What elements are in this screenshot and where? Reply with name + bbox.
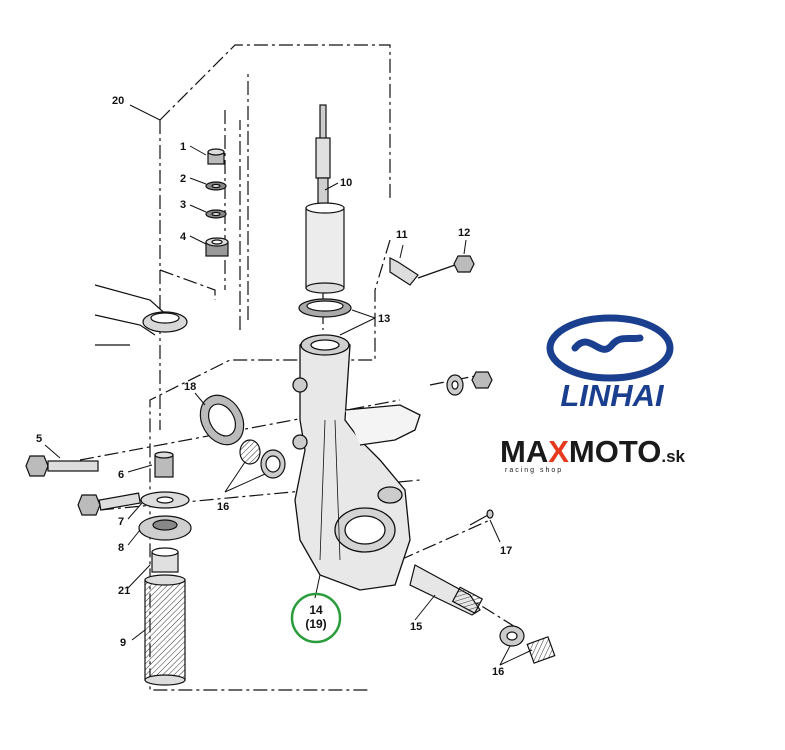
maxmoto-domain: .sk bbox=[661, 447, 685, 466]
callout-17: 17 bbox=[500, 545, 512, 557]
strut-assembly-10 bbox=[298, 104, 352, 318]
callout-16-lower: 16 bbox=[492, 666, 504, 678]
callout-1: 1 bbox=[180, 141, 186, 153]
nut-and-washers-1-4 bbox=[205, 148, 229, 257]
callout-15: 15 bbox=[410, 621, 422, 633]
callout-11: 11 bbox=[396, 229, 408, 241]
callout-4: 4 bbox=[180, 231, 187, 243]
callout-21: 21 bbox=[118, 585, 130, 597]
maxmoto-tagline: racing shop bbox=[505, 467, 563, 474]
callout-7: 7 bbox=[118, 516, 124, 528]
callout-20: 20 bbox=[112, 95, 124, 107]
part-callouts: 20 1 2 3 4 10 11 12 13 18 5 6 16 7 8 21 … bbox=[36, 95, 512, 678]
maxmoto-x: X bbox=[548, 434, 569, 469]
highlight-circle bbox=[290, 592, 342, 644]
callout-8: 8 bbox=[118, 542, 124, 554]
callout-19: (19) bbox=[305, 617, 326, 631]
callout-16-upper: 16 bbox=[217, 501, 229, 513]
seal-18-bearing-16 bbox=[199, 394, 286, 479]
callout-14: 14 bbox=[309, 603, 323, 617]
leader-lines bbox=[44, 104, 533, 666]
linhai-logo: LINHAI bbox=[546, 314, 674, 413]
ball-joint-and-spring bbox=[138, 451, 192, 686]
maxmoto-prefix: MA bbox=[500, 434, 548, 469]
callout-10: 10 bbox=[340, 177, 352, 189]
callout-13: 13 bbox=[378, 313, 390, 325]
callout-18: 18 bbox=[184, 381, 196, 393]
callout-2: 2 bbox=[180, 173, 186, 185]
maxmoto-logo: MAXMOTO.sk racing shop bbox=[500, 434, 686, 474]
maxmoto-wordmark: MAXMOTO.sk bbox=[500, 434, 686, 469]
callout-3: 3 bbox=[180, 199, 186, 211]
bolts-5-7 bbox=[25, 455, 141, 516]
callout-9: 9 bbox=[120, 637, 126, 649]
linhai-emblem-icon bbox=[546, 314, 674, 382]
maxmoto-suffix: MOTO bbox=[569, 434, 661, 469]
callout-6: 6 bbox=[118, 469, 124, 481]
pin-17-axle-15-nut-16 bbox=[409, 509, 556, 664]
callout-5: 5 bbox=[36, 433, 42, 445]
steering-knuckle-14 bbox=[292, 334, 421, 591]
callout-12: 12 bbox=[458, 227, 470, 239]
linhai-wordmark: LINHAI bbox=[560, 378, 665, 413]
washer-and-nut-right bbox=[446, 371, 493, 396]
bracket-11-nut-12 bbox=[389, 255, 475, 286]
upper-arm-sketch bbox=[94, 284, 188, 346]
